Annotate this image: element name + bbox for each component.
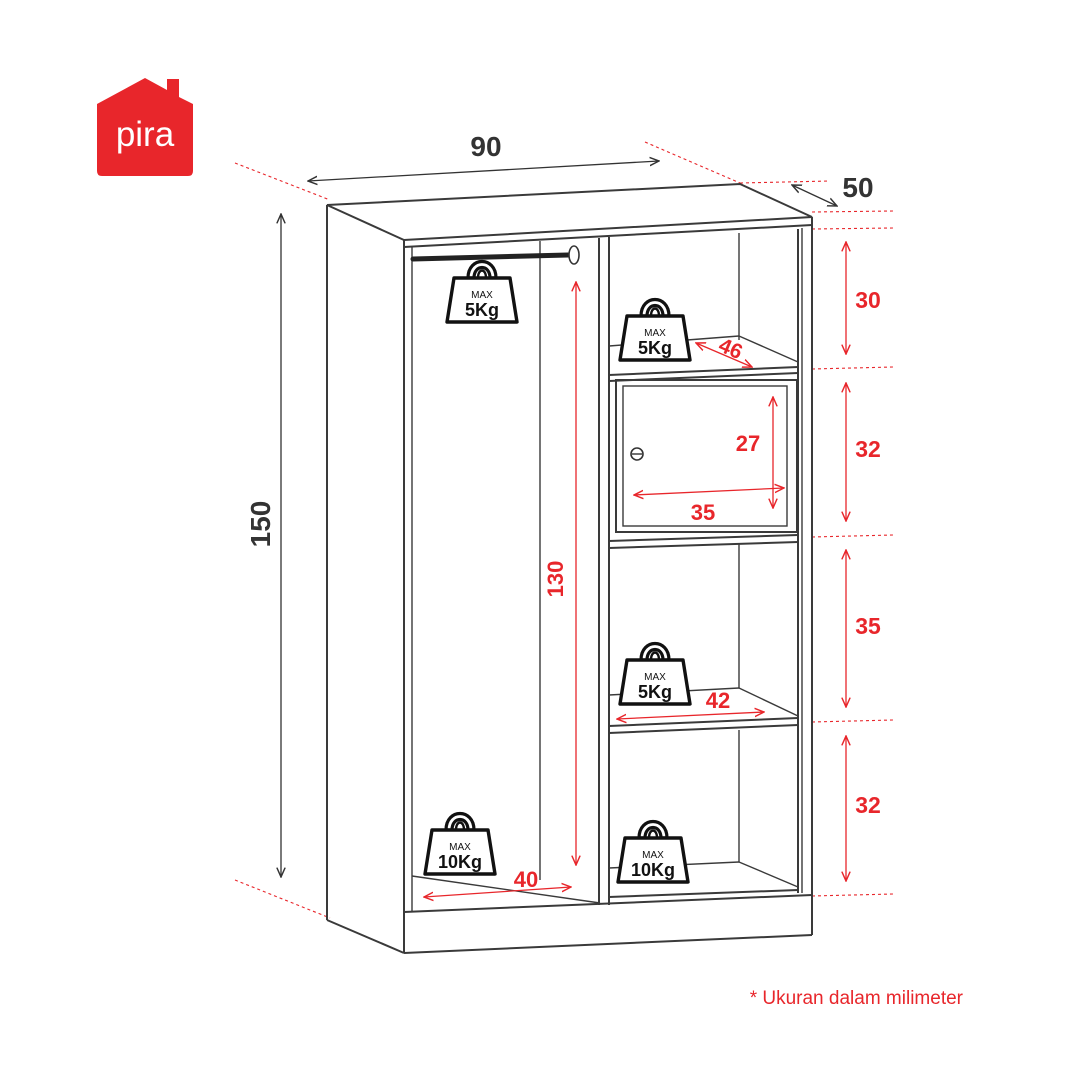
weight-max-label: MAX	[644, 328, 666, 339]
weight-max-label: MAX	[471, 290, 493, 301]
compartment-height-1: 30	[855, 287, 881, 313]
weight-value-label: 10Kg	[631, 860, 675, 880]
weight-max-label: MAX	[644, 672, 666, 683]
weight-value-label: 5Kg	[465, 300, 499, 320]
interior-dimensions: 130 40 46 27 35 42	[424, 282, 784, 897]
top-shelf-depth-label: 46	[715, 334, 745, 364]
weight-icon: MAX 5Kg	[618, 641, 692, 706]
weight-max-label: MAX	[449, 842, 471, 853]
weight-icon: MAX 5Kg	[618, 297, 692, 362]
drawer-height-label: 27	[736, 431, 760, 456]
weight-max-label: MAX	[642, 850, 664, 861]
units-footnote: * Ukuran dalam milimeter	[750, 988, 964, 1009]
drawer-width-label: 35	[691, 500, 715, 525]
weight-value-label: 5Kg	[638, 338, 672, 358]
lower-shelf-width-label: 42	[706, 688, 730, 713]
wardrobe-body	[326, 182, 813, 954]
weight-icon: MAX 5Kg	[445, 259, 519, 324]
hanging-height-label: 130	[543, 561, 568, 598]
pira-logo: pira	[97, 78, 193, 176]
height-label: 150	[245, 501, 276, 548]
hanging-width-label: 40	[514, 867, 538, 892]
dimension-guides	[234, 141, 894, 919]
house-logo-icon	[97, 78, 193, 176]
compartment-heights: 30 32 35 32	[846, 242, 881, 881]
hanging-rod	[410, 252, 571, 262]
logo-text: pira	[116, 115, 175, 154]
weight-value-label: 10Kg	[438, 852, 482, 872]
overall-dimensions: 90 50 150	[245, 131, 874, 877]
compartment-height-4: 32	[855, 792, 881, 818]
compartment-height-3: 35	[855, 613, 881, 639]
weight-icon: MAX 10Kg	[616, 819, 690, 884]
weight-icon: MAX 10Kg	[423, 811, 497, 876]
weight-value-label: 5Kg	[638, 682, 672, 702]
drawer-knob-icon	[630, 447, 644, 461]
compartment-height-2: 32	[855, 436, 881, 462]
width-label: 90	[470, 131, 501, 162]
depth-label: 50	[842, 172, 873, 203]
